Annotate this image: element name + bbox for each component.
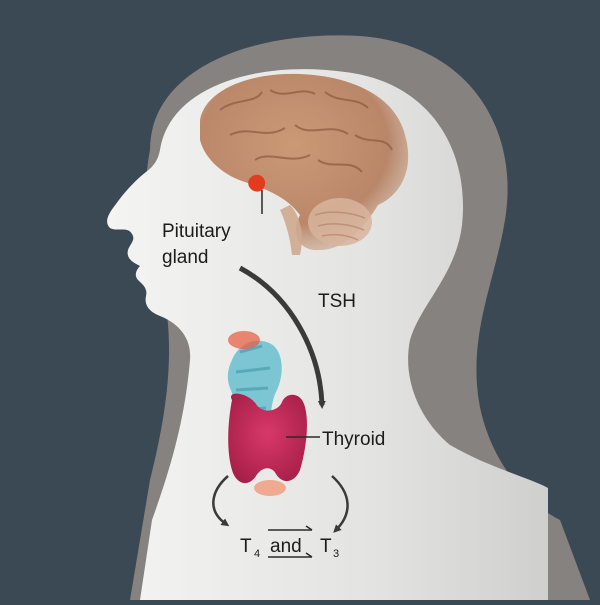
thyroid-gland-icon <box>228 393 307 484</box>
brainstem <box>280 205 302 255</box>
pituitary-gland-icon <box>248 174 266 192</box>
t3-subscript: 3 <box>333 548 339 560</box>
t4-label: T <box>240 536 252 557</box>
head-silhouette-icon <box>107 69 548 600</box>
curved-arrow-icon <box>331 475 349 533</box>
equilibrium-arrows-icon <box>268 525 313 558</box>
curved-arrow-icon <box>212 475 230 527</box>
tsh-label: TSH <box>318 291 356 312</box>
t4-subscript: 4 <box>254 548 260 560</box>
thyroid-lower-highlight <box>254 480 286 496</box>
t3-label: T <box>320 536 332 557</box>
brain-folds <box>219 89 393 173</box>
larynx-highlight <box>228 331 260 349</box>
and-label: and <box>270 536 302 557</box>
thyroid-label: Thyroid <box>322 429 385 450</box>
pituitary-label-line2: gland <box>162 247 209 268</box>
curved-arrow-icon <box>238 265 326 409</box>
pituitary-label-line1: Pituitary <box>162 221 231 242</box>
cerebellum <box>308 198 372 246</box>
